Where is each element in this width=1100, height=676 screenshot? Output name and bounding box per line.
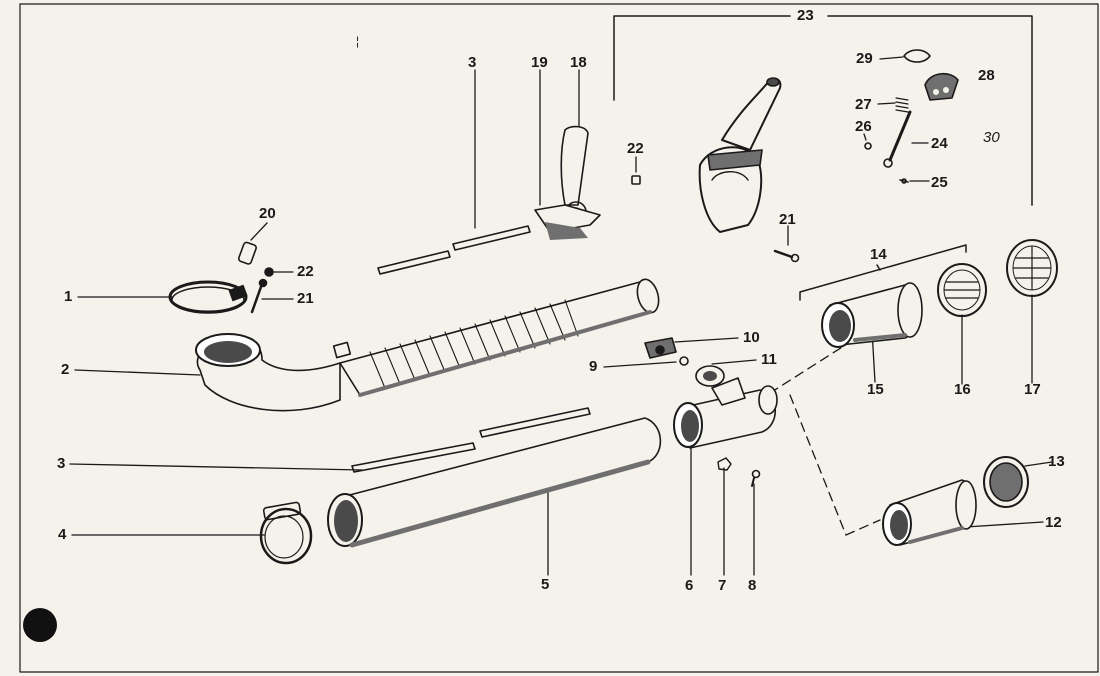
- part-1-hose-clamp: [168, 280, 248, 314]
- callout-20: 20: [259, 205, 276, 222]
- bracket-14: [799, 244, 967, 301]
- part-22-nut-middle: [631, 175, 641, 185]
- part-17-screen: [1006, 239, 1058, 297]
- callout-25: 25: [931, 174, 948, 191]
- bracket-23: [613, 15, 1033, 206]
- part-9-pin: [679, 356, 689, 366]
- callout-14: 14: [870, 246, 887, 263]
- part-24-pin: [883, 110, 912, 168]
- part-4-hose-clamp: [259, 501, 313, 565]
- callout-19: 19: [531, 54, 548, 71]
- registration-dot: [23, 608, 57, 642]
- callout-8: 8: [748, 577, 757, 594]
- part-25-clip: [899, 178, 909, 184]
- callout-21: 21: [297, 290, 314, 307]
- callout-11: 11: [761, 351, 777, 368]
- part-21-screw-left: [250, 278, 268, 314]
- callout-1: 1: [64, 288, 73, 305]
- part-20-sleeve: [237, 241, 257, 265]
- callout-28: 28: [978, 67, 995, 84]
- part-23-handle-assembly: [698, 77, 782, 233]
- stray-mark: ¦: [356, 34, 359, 48]
- part-19-bracket: [534, 204, 601, 240]
- part-28-switch: [924, 72, 959, 101]
- callout-22: 22: [297, 263, 314, 280]
- part-10-lever: [644, 337, 677, 359]
- part-8-screw: [751, 469, 761, 487]
- callout-21: 21: [779, 211, 796, 228]
- callout-16: 16: [954, 381, 971, 398]
- part-12-nozzle: [882, 479, 977, 546]
- callout-3: 3: [468, 54, 477, 71]
- leader-lines: [69, 56, 1053, 576]
- part-21-screw-right: [773, 249, 800, 263]
- part-6-tee-connector: [673, 377, 778, 449]
- callout-17: 17: [1024, 381, 1041, 398]
- callout-12: 12: [1045, 514, 1062, 531]
- part-3-rods-lower: [351, 407, 591, 473]
- part-15-nozzle: [821, 282, 923, 348]
- part-16-screen: [937, 263, 987, 317]
- part-27-spring: [895, 97, 909, 113]
- part-5-straight-tube: [327, 417, 662, 548]
- callout-29: 29: [856, 50, 873, 67]
- part-22-nut-left: [264, 267, 274, 277]
- callout-9: 9: [589, 358, 598, 375]
- callout-10: 10: [743, 329, 760, 346]
- callout-2: 2: [61, 361, 70, 378]
- callout-26: 26: [855, 118, 872, 135]
- part-7-nut: [717, 457, 732, 471]
- callout-5: 5: [541, 576, 550, 593]
- callout-23: 23: [797, 7, 814, 24]
- callout-15: 15: [867, 381, 884, 398]
- callout-7: 7: [718, 577, 727, 594]
- dashed-alignment: [769, 336, 881, 536]
- page-frame: [19, 3, 1099, 673]
- callout-13: 13: [1048, 453, 1065, 470]
- callout-22: 22: [627, 140, 644, 157]
- part-11-fitting: [695, 365, 725, 387]
- part-26-clip: [864, 142, 872, 150]
- callout-30: 30: [983, 129, 1000, 146]
- callout-3: 3: [57, 455, 66, 472]
- callout-24: 24: [931, 135, 948, 152]
- callout-4: 4: [58, 526, 67, 543]
- callout-18: 18: [570, 54, 587, 71]
- callout-27: 27: [855, 96, 872, 113]
- part-2-elbow-flex-hose: [195, 278, 660, 412]
- part-13-screen: [983, 456, 1029, 508]
- part-3-rods-upper: [377, 225, 531, 275]
- callout-6: 6: [685, 577, 694, 594]
- part-29-gasket: [903, 49, 931, 63]
